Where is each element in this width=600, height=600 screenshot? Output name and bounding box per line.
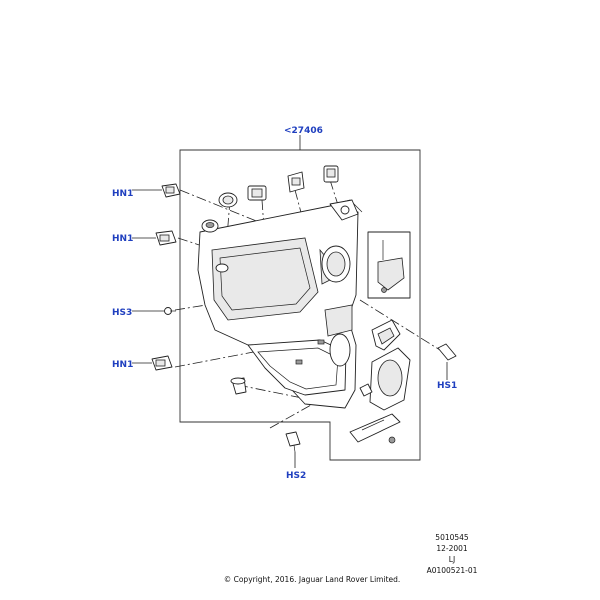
ref-code: LJ	[449, 555, 455, 564]
callout-hs3: HS3	[112, 308, 132, 318]
callout-hn1-bottom: HN1	[112, 360, 133, 370]
trim-clip-left	[247, 185, 267, 201]
switch-pack	[371, 319, 401, 351]
ref-illustration-id: A0100521-01	[427, 566, 478, 575]
fastener-hn1-mid	[132, 230, 177, 246]
cap-on-panel	[215, 263, 229, 273]
ref-date: 12-2001	[436, 544, 468, 553]
screw-hs2	[285, 431, 301, 468]
detail-inset	[367, 231, 411, 299]
callout-assembly: <27406	[284, 126, 323, 136]
trim-bracket-top	[329, 199, 359, 221]
callout-hs2: HS2	[286, 471, 306, 481]
lower-trim-strip	[349, 413, 401, 444]
fastener-hn1-bottom	[132, 355, 173, 371]
trim-clip-middle	[287, 171, 305, 193]
callout-hn1-top: HN1	[112, 189, 133, 199]
door-trim-panel	[197, 199, 363, 409]
trim-clip-right	[323, 165, 339, 183]
push-clip-lower	[230, 377, 247, 395]
small-clip-right	[359, 383, 373, 397]
ref-part-number: 5010545	[435, 533, 469, 542]
screw-hs1	[437, 343, 457, 380]
callout-hs1: HS1	[437, 381, 457, 391]
copyright-notice: © Copyright, 2016. Jaguar Land Rover Lim…	[224, 575, 401, 584]
callout-hn1-mid: HN1	[112, 234, 133, 244]
fastener-hs3	[132, 307, 176, 315]
speaker-grille	[369, 347, 411, 411]
grommet-upper	[218, 192, 238, 208]
fastener-hn1-top	[132, 183, 181, 198]
plug-left	[201, 219, 219, 233]
assembly-frame	[179, 149, 421, 461]
